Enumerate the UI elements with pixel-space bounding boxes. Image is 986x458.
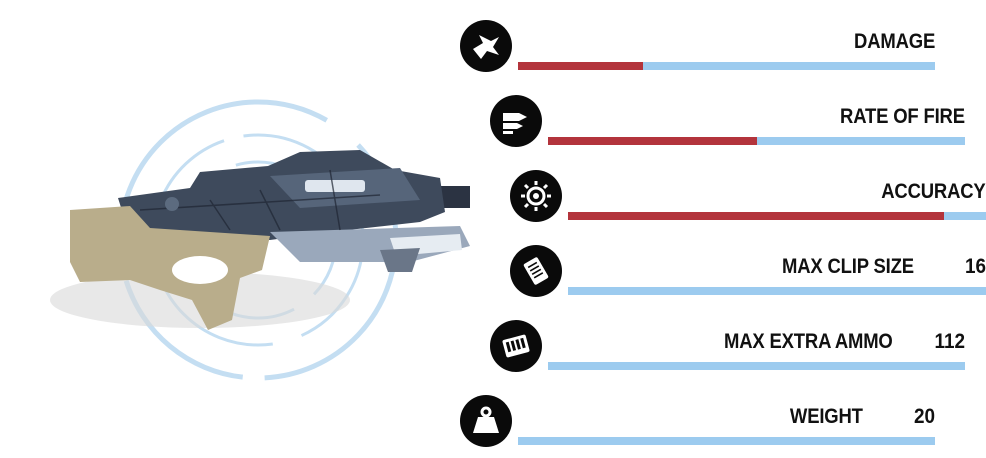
- weight-icon: [460, 395, 512, 447]
- ammo-crate-icon: [490, 320, 542, 372]
- stat-value: 16: [964, 255, 986, 278]
- stat-label: ACCURACY: [881, 180, 986, 203]
- stat-bar: [518, 437, 935, 445]
- damage-icon: [460, 20, 512, 72]
- stat-bar: [548, 137, 965, 145]
- stat-label: MAX CLIP SIZE: [782, 255, 914, 278]
- stat-label: WEIGHT: [790, 405, 863, 428]
- stat-label: RATE OF FIRE: [840, 105, 965, 128]
- rifle-icon: [50, 99, 486, 381]
- stat-label: MAX EXTRA AMMO: [724, 330, 893, 353]
- stat-row-weight: WEIGHT 20: [460, 395, 940, 455]
- rate-of-fire-icon: [490, 95, 542, 147]
- stat-row-rate-of-fire: RATE OF FIRE: [490, 95, 970, 155]
- stat-label: DAMAGE: [853, 30, 935, 53]
- stat-bar-fill: [548, 137, 757, 145]
- stat-bar-fill: [568, 212, 945, 220]
- stat-bar: [568, 287, 986, 295]
- stat-row-max-clip-size: MAX CLIP SIZE 16: [510, 245, 986, 305]
- stat-value: 112: [934, 330, 965, 353]
- stat-row-accuracy: ACCURACY: [510, 170, 986, 230]
- accuracy-icon: [510, 170, 562, 222]
- stat-bar-fill: [518, 62, 644, 70]
- stat-row-max-extra-ammo: MAX EXTRA AMMO 112: [490, 320, 970, 380]
- stat-bar: [518, 62, 935, 70]
- stat-row-damage: DAMAGE: [460, 20, 940, 80]
- weapon-image: [0, 0, 486, 453]
- stat-bar: [548, 362, 965, 370]
- clip-icon: [510, 245, 562, 297]
- stat-bar: [568, 212, 986, 220]
- stat-value: 20: [913, 405, 935, 428]
